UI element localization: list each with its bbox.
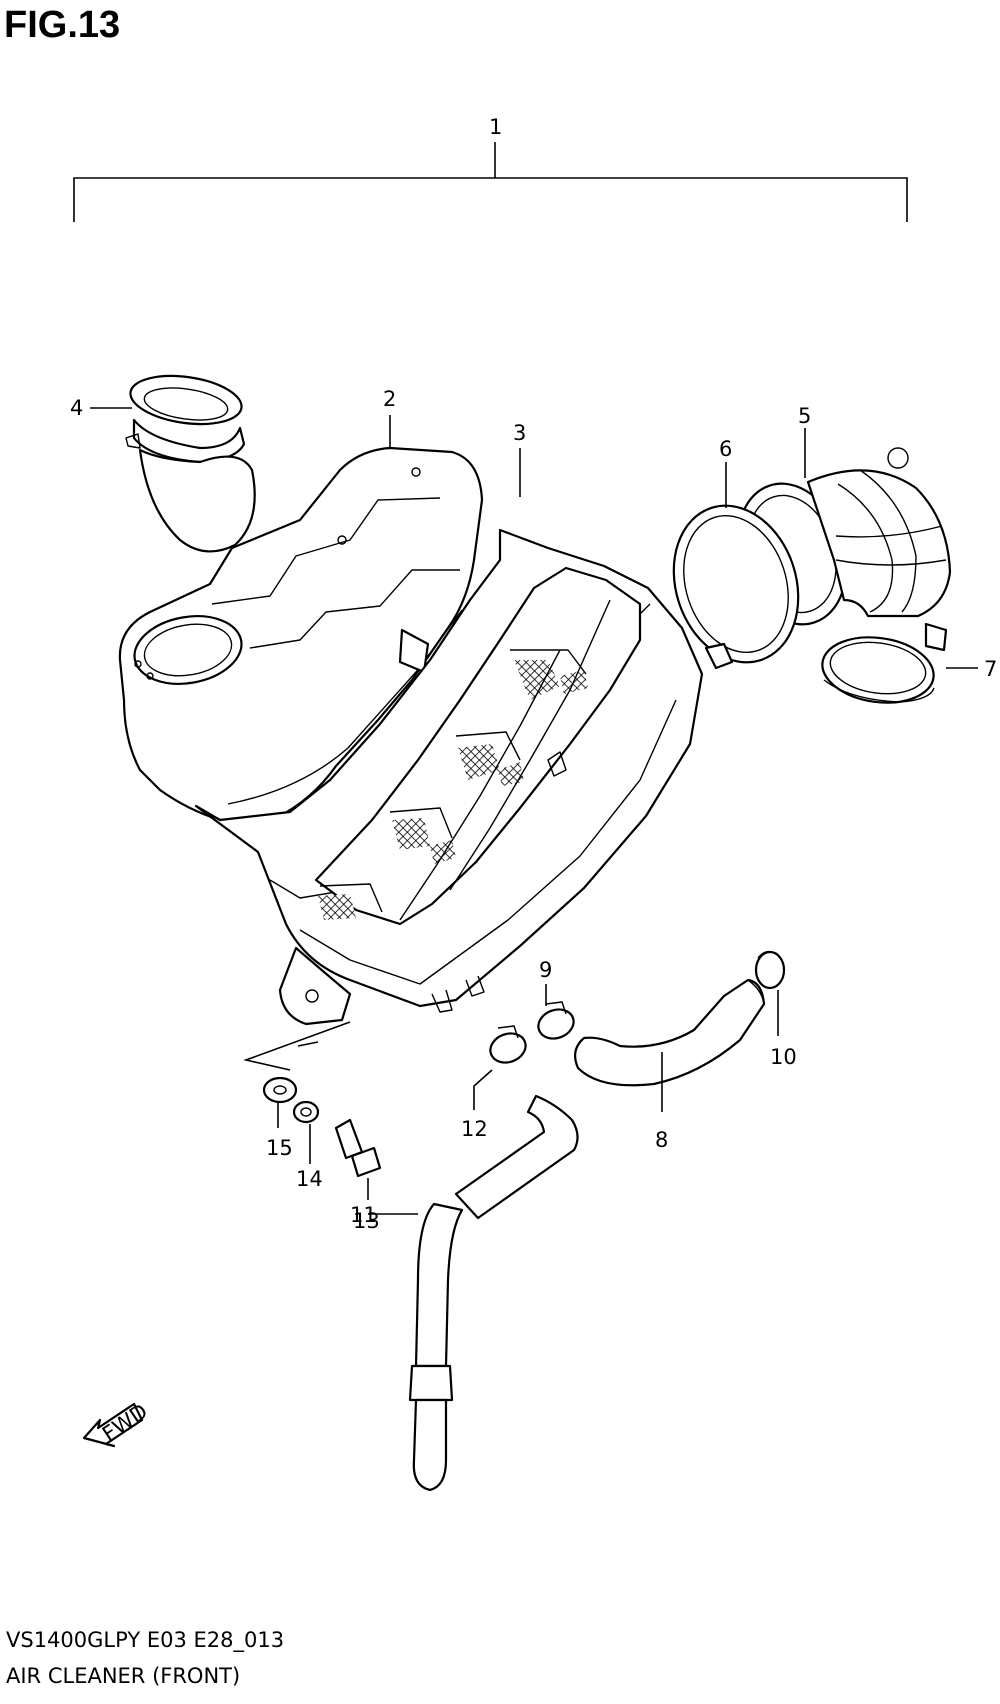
callout-2: 2 <box>383 387 396 411</box>
part-3-cleaner-housing <box>194 528 704 1026</box>
model-code: VS1400GLPY E03 E28_013 <box>6 1628 285 1652</box>
callout-11: 11 <box>350 1203 377 1227</box>
part-9-hose-clamp <box>537 1001 575 1040</box>
callout-3: 3 <box>513 421 526 445</box>
callout-7: 7 <box>984 657 997 681</box>
callout-4: 4 <box>70 396 83 420</box>
callout-8: 8 <box>655 1128 668 1152</box>
part-6-clamp-ring <box>672 504 800 670</box>
figure-title: FIG.13 <box>4 4 121 46</box>
part-12-hose-clamp <box>489 1025 527 1064</box>
part-4-inlet-funnel <box>125 374 256 553</box>
part-11-drain-hose <box>408 1094 579 1492</box>
leader-lines <box>90 407 978 1215</box>
part-2-cleaner-cover <box>118 446 484 822</box>
callout-12: 12 <box>461 1117 488 1141</box>
callout-1: 1 <box>489 115 502 139</box>
callout-14: 14 <box>296 1167 323 1191</box>
callout-6: 6 <box>719 437 732 461</box>
part-7-clamp-ring <box>821 622 948 704</box>
forward-arrow-icon: FWD <box>82 1399 152 1448</box>
part-15-washer <box>262 1076 298 1104</box>
part-14-washer <box>292 1100 320 1124</box>
part-10-clip <box>754 950 786 990</box>
fwd-label: FWD <box>98 1399 152 1446</box>
floor-line <box>243 1021 351 1071</box>
callout-numbers: 1 2 3 4 5 6 7 8 9 10 11 12 13 14 15 <box>70 115 997 1233</box>
callout-10: 10 <box>770 1045 797 1069</box>
callout-9: 9 <box>539 958 552 982</box>
callout-13: 13 <box>353 1209 380 1233</box>
part-8-hose <box>573 978 766 1087</box>
callout-15: 15 <box>266 1136 293 1160</box>
assembly-bracket <box>73 142 908 222</box>
part-13-bolt <box>334 1118 382 1178</box>
figure-caption: AIR CLEANER (FRONT) <box>6 1664 241 1688</box>
callout-5: 5 <box>798 404 811 428</box>
